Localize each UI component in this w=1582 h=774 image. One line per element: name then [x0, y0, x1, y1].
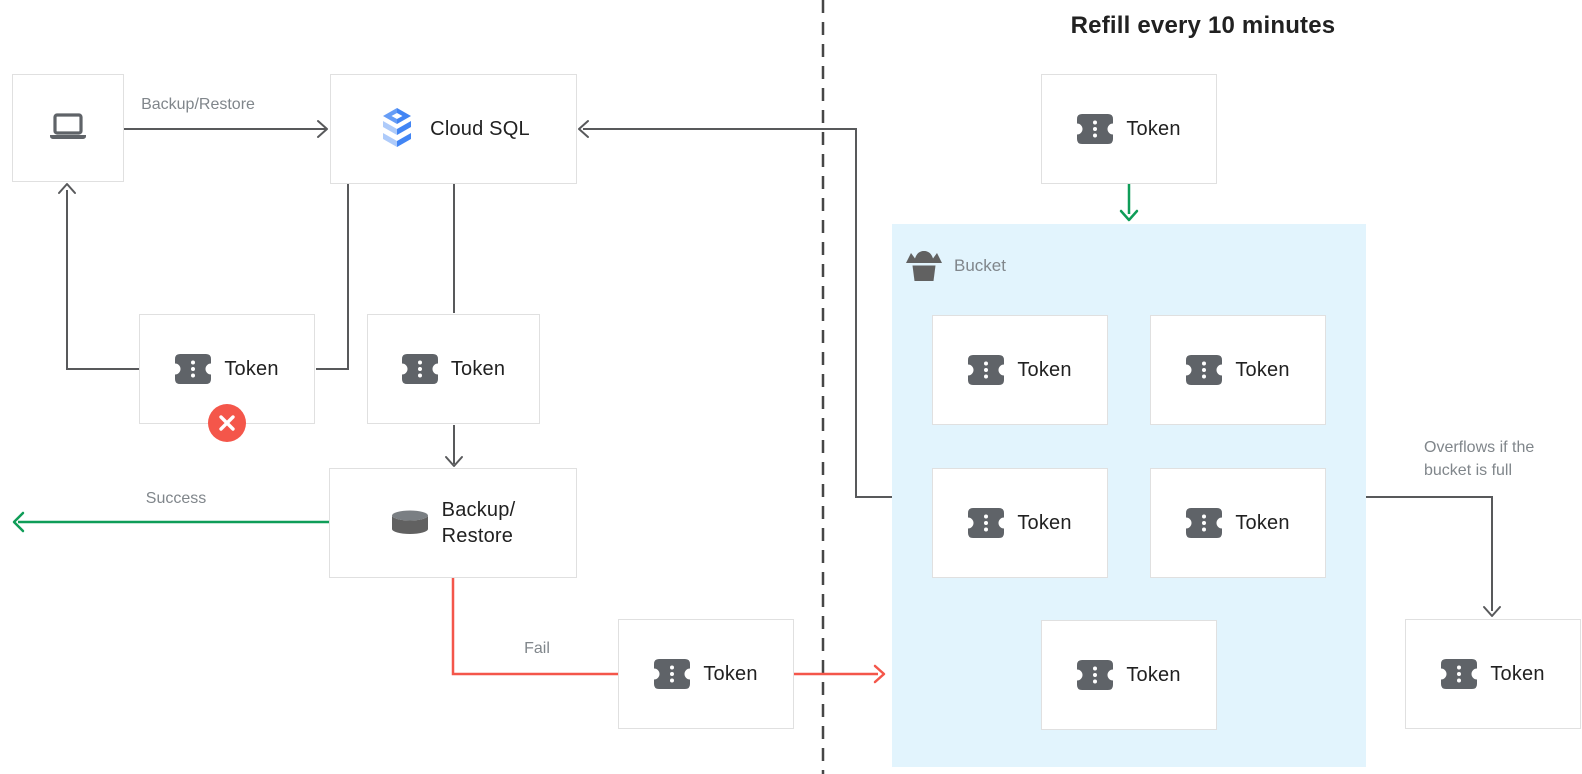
laptop-icon: [50, 113, 86, 139]
client-box: [12, 74, 124, 182]
error-badge: [208, 404, 246, 442]
token-ticket-icon: [968, 355, 1005, 385]
backup-restore-line1: Backup/: [441, 499, 516, 521]
token-ticket-icon: [1441, 659, 1478, 689]
token-label: Token: [1126, 663, 1181, 686]
bucket-icon: [906, 251, 942, 281]
token-box-bucket-3: Token: [932, 468, 1108, 578]
bucket-tag: Bucket: [905, 250, 1006, 282]
arrowhead-into-backup: [445, 456, 463, 467]
cloud-sql-box: Cloud SQL: [330, 74, 577, 184]
arrowhead-into-cloudsql-right: [578, 120, 589, 138]
token-label: Token: [1235, 358, 1290, 381]
token-ticket-icon: [175, 354, 212, 384]
token-label: Token: [703, 662, 758, 685]
bucket-label: Bucket: [954, 256, 1006, 275]
token-box-fail: Token: [618, 619, 794, 729]
token-ticket-icon: [654, 659, 691, 689]
token-box-overflow: Token: [1405, 619, 1581, 729]
token-label: Token: [224, 357, 279, 380]
token-ticket-icon: [1077, 114, 1114, 144]
token-label: Token: [450, 357, 506, 380]
backup-restore-box: Backup/Restore: [329, 468, 577, 578]
backup-restore-line2: Restore: [441, 525, 514, 547]
token-ticket-icon: [968, 508, 1005, 538]
token-box-rejected: Token: [139, 314, 315, 442]
token-box-granted: Token: [367, 314, 540, 424]
token-box-bucket-2: Token: [1150, 315, 1326, 425]
token-label: Token: [1490, 662, 1545, 685]
error-x-icon: [208, 404, 246, 442]
overflow-label: Overflows if the bucket is full: [1424, 439, 1535, 479]
arrowhead-success: [12, 511, 25, 533]
wire-token1-to-client: [66, 190, 139, 370]
token-label: Token: [1126, 117, 1181, 140]
token-ticket-icon: [1186, 355, 1223, 385]
token-label: Token: [1235, 511, 1290, 534]
wire-bucket-overflow: [1366, 496, 1493, 611]
token-label: Token: [1017, 358, 1072, 381]
success-label: Success: [145, 490, 207, 507]
cloud-sql-icon: [383, 108, 412, 147]
arrowhead-into-cloudsql-left: [317, 120, 328, 138]
database-icon: [391, 510, 428, 534]
token-label: Token: [1017, 511, 1072, 534]
cloud-sql-label: Cloud SQL: [430, 117, 530, 140]
arrowhead-into-client: [58, 183, 76, 194]
token-box-bucket-1: Token: [932, 315, 1108, 425]
arrowhead-into-overflow-token: [1483, 606, 1501, 617]
token-box-refill: Token: [1041, 74, 1217, 184]
fail-label: Fail: [524, 640, 550, 657]
backup-restore-label: Backup/Restore: [442, 497, 516, 549]
wire-bucket-to-cloudsql: [583, 128, 892, 498]
token-ticket-icon: [1186, 508, 1223, 538]
backup-restore-edge-label: Backup/Restore: [141, 96, 255, 113]
token-ticket-icon: [401, 354, 438, 384]
token-ticket-icon: [1077, 660, 1114, 690]
arrowhead-refill: [1119, 209, 1139, 222]
token-box-bucket-4: Token: [1150, 468, 1326, 578]
wire-cloudsql-to-token1: [316, 184, 349, 370]
token-box-bucket-5: Token: [1041, 620, 1217, 730]
refill-title: Refill every 10 minutes: [1070, 12, 1336, 39]
arrowhead-fail-into-bucket: [873, 664, 886, 684]
